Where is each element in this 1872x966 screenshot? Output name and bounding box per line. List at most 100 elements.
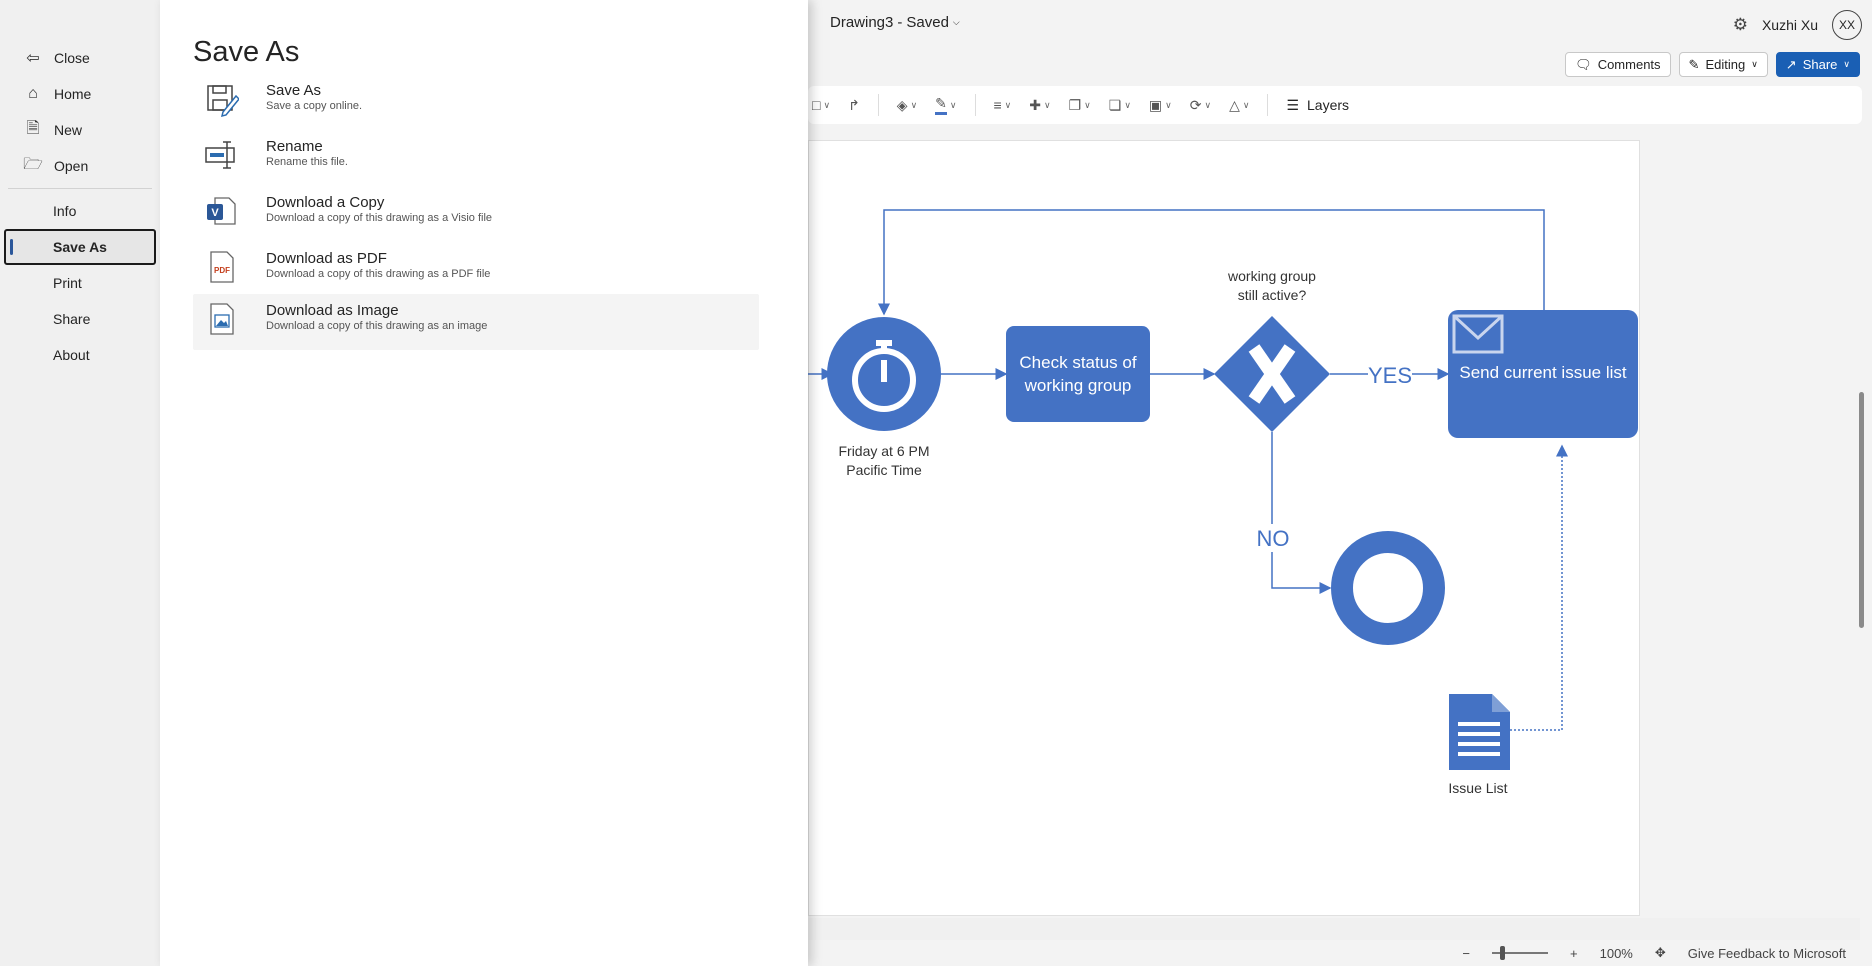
- yes-label-bg: [1368, 360, 1412, 386]
- end-event[interactable]: [1331, 531, 1445, 645]
- stopwatch-icon: [852, 340, 916, 412]
- nav-print-label: Print: [53, 275, 82, 291]
- flip-dropdown[interactable]: △∨: [1229, 97, 1249, 114]
- drawing-page: [808, 140, 1640, 916]
- layers-icon: ☰: [1286, 96, 1299, 113]
- page-title: Save As: [193, 36, 300, 68]
- image-file-icon: [210, 303, 234, 335]
- drawing-canvas[interactable]: Friday at 6 PM Pacific Time Check status…: [808, 132, 1860, 916]
- chevron-down-icon: ∨: [1242, 99, 1250, 110]
- settings-gear-icon[interactable]: ⚙: [1732, 15, 1748, 34]
- align-dropdown[interactable]: ≡∨: [994, 97, 1012, 113]
- connector-no[interactable]: [1271, 432, 1332, 594]
- nav-info[interactable]: Info: [0, 195, 160, 227]
- task-2-label: Send current issue list: [1459, 363, 1627, 382]
- download-copy-option[interactable]: V Download a Copy Download a copy of thi…: [193, 186, 759, 242]
- layers-label: Layers: [1307, 97, 1350, 113]
- shape-dropdown[interactable]: □∨: [812, 97, 830, 113]
- check-status-task[interactable]: [1006, 326, 1150, 422]
- document-icon[interactable]: [1449, 694, 1510, 770]
- fit-to-window-icon[interactable]: ✥: [1654, 945, 1666, 960]
- share-button[interactable]: ↗ Share ∨: [1775, 52, 1860, 77]
- account-area: ⚙ Xuzhi Xu XX: [1733, 10, 1862, 40]
- group-dropdown[interactable]: ▣∨: [1149, 97, 1172, 114]
- save-as-panel: Save As Save As Save a copy online. Rena…: [160, 0, 808, 966]
- gateway-label-line1: working group: [1227, 268, 1316, 284]
- gateway-label-line2: still active?: [1238, 287, 1307, 303]
- visio-file-icon: V: [207, 197, 236, 225]
- nav-info-label: Info: [53, 203, 77, 219]
- loop-back-connector[interactable]: [878, 209, 1545, 316]
- chevron-down-icon: ∨: [823, 99, 831, 110]
- position-icon: ✚: [1029, 96, 1041, 113]
- download-image-option-title: Download as Image: [266, 302, 399, 319]
- download-copy-option-title: Download a Copy: [266, 194, 385, 211]
- nav-save-as[interactable]: Save As: [4, 229, 156, 265]
- save-as-icon: [207, 85, 239, 118]
- horizontal-scrollbar[interactable]: [808, 918, 1860, 940]
- download-pdf-option[interactable]: PDF Download as PDF Download a copy of t…: [193, 242, 759, 298]
- rotate-dropdown[interactable]: ⟳∨: [1190, 97, 1211, 114]
- editing-label: Editing: [1705, 57, 1746, 72]
- diagram: Friday at 6 PM Pacific Time Check status…: [808, 209, 1638, 796]
- line-color-icon: ✎: [935, 95, 947, 115]
- send-backward-icon: ❏: [1108, 96, 1122, 113]
- chevron-down-icon: ∨: [910, 99, 918, 110]
- download-pdf-option-desc: Download a copy of this drawing as a PDF…: [266, 268, 491, 280]
- nav-open[interactable]: 🗁 Open: [0, 150, 160, 182]
- download-image-option[interactable]: Download as Image Download a copy of thi…: [193, 294, 759, 350]
- save-status: Saved: [906, 14, 949, 31]
- download-copy-option-desc: Download a copy of this drawing as a Vis…: [266, 212, 493, 224]
- document-name: Drawing3: [830, 14, 894, 31]
- nav-print[interactable]: Print: [0, 267, 160, 299]
- chevron-down-icon: ∨: [1044, 99, 1051, 110]
- nav-home[interactable]: ⌂ Home: [0, 78, 160, 110]
- ribbon-divider: [1267, 94, 1269, 116]
- envelope-icon: [1452, 314, 1504, 354]
- line-color-dropdown[interactable]: ✎∨: [935, 95, 957, 115]
- svg-text:V: V: [211, 207, 219, 219]
- zoom-level[interactable]: 100%: [1599, 945, 1633, 961]
- nav-new[interactable]: 🗎 New: [0, 114, 160, 146]
- nav-home-label: Home: [54, 86, 92, 102]
- save-as-option-desc: Save a copy online.: [266, 100, 363, 112]
- pdf-file-icon: PDF: [210, 251, 234, 283]
- rename-option[interactable]: Rename Rename this file.: [193, 130, 759, 186]
- association-connector[interactable]: [1510, 444, 1568, 731]
- editing-mode-button[interactable]: ✎ Editing ∨: [1678, 52, 1768, 77]
- nav-new-label: New: [54, 122, 83, 138]
- position-dropdown[interactable]: ✚∨: [1029, 97, 1050, 114]
- avatar[interactable]: XX: [1832, 10, 1862, 40]
- fill-dropdown[interactable]: ◈∨: [897, 97, 917, 114]
- folder-open-icon: 🗁: [23, 155, 43, 173]
- chevron-down-icon: ∨: [1204, 99, 1212, 110]
- feedback-link[interactable]: Give Feedback to Microsoft: [1687, 945, 1846, 961]
- connector-button[interactable]: ↱: [848, 97, 860, 114]
- selection-indicator: [10, 239, 13, 255]
- save-as-option-title: Save As: [266, 82, 322, 99]
- back-arrow-icon: ⇦: [26, 50, 40, 67]
- vertical-scrollbar[interactable]: [1859, 392, 1864, 628]
- arrange-dropdown[interactable]: ❐∨: [1069, 97, 1091, 114]
- comments-label: Comments: [1597, 57, 1661, 72]
- no-label-bg: [1254, 524, 1292, 552]
- document-title[interactable]: Drawing3 - Saved ⌵: [830, 14, 960, 31]
- layers-button[interactable]: ☰ Layers: [1286, 97, 1349, 114]
- command-bar: 🗨 Comments ✎ Editing ∨ ↗ Share ∨: [1565, 52, 1860, 77]
- zoom-in-button[interactable]: +: [1570, 945, 1578, 961]
- nav-about[interactable]: About: [0, 339, 160, 371]
- chevron-down-icon: ∨: [1124, 99, 1131, 110]
- zoom-slider-thumb[interactable]: [1500, 946, 1506, 960]
- nav-open-label: Open: [54, 158, 89, 174]
- nav-share[interactable]: Share: [0, 303, 160, 335]
- chevron-down-icon: ⌵: [952, 17, 960, 27]
- rename-option-desc: Rename this file.: [266, 156, 348, 168]
- save-as-option[interactable]: Save As Save a copy online.: [193, 74, 759, 130]
- nav-close[interactable]: ⇦ Close: [0, 42, 160, 74]
- comments-button[interactable]: 🗨 Comments: [1565, 52, 1671, 77]
- document-label: Issue List: [1448, 780, 1507, 796]
- zoom-slider[interactable]: [1492, 946, 1549, 960]
- send-issue-list-task[interactable]: [1448, 310, 1638, 438]
- send-backward-dropdown[interactable]: ❏∨: [1109, 97, 1131, 114]
- zoom-out-button[interactable]: −: [1462, 945, 1471, 961]
